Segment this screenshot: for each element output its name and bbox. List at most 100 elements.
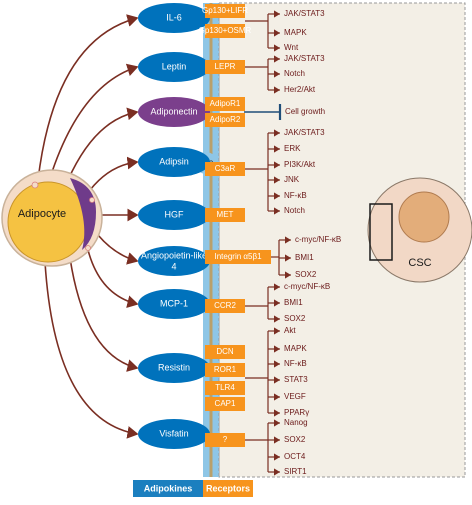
adipokine-adipsin[interactable] — [138, 147, 210, 177]
pathway-jnk: JNK — [284, 175, 300, 184]
pathway-bmi1: BMI1 — [295, 253, 314, 262]
receptor-label: ? — [223, 435, 228, 444]
receptor-tlr4[interactable] — [205, 381, 245, 395]
pathway-notch: Notch — [284, 69, 305, 78]
arrow-adiponectin — [67, 107, 139, 181]
pathway-sox2: SOX2 — [284, 314, 306, 323]
pathway-vegf: VEGF — [284, 392, 306, 401]
adipokine-rows: IL-6 Gp130+LIFR Gp130+OSMR JAK/STAT3 MAPK Wnt… — [138, 3, 341, 476]
receptor-label: ROR1 — [214, 365, 237, 374]
pathway-pi3k-akt: PI3K/Akt — [284, 160, 316, 169]
pathway-stat3: STAT3 — [284, 375, 308, 384]
footer-adipokines: Adipokines — [144, 483, 193, 493]
receptor-c3ar[interactable] — [205, 162, 245, 176]
adipocyte-label: Adipocyte — [18, 208, 66, 220]
csc-cell: CSC — [367, 177, 472, 283]
receptor-label: Integrin α5β1 — [214, 252, 262, 261]
adipokine-label: Leptin — [162, 61, 187, 71]
arrow-mcp1 — [87, 249, 139, 308]
adipokine-label: MCP-1 — [160, 298, 188, 308]
footer: Adipokines Receptors — [133, 480, 253, 497]
receptor-label: C3aR — [215, 164, 236, 173]
pathway-cell-growth: Cell growth — [285, 107, 325, 116]
receptor-label: CAP1 — [215, 399, 236, 408]
pathway-akt: Akt — [284, 326, 296, 335]
pathway-notch: Notch — [284, 206, 305, 215]
adipokine-label: 4 — [171, 261, 176, 271]
pathway-c-myc-nf-b: c-myc/NF-κB — [284, 282, 330, 291]
pathway-jak-stat3: JAK/STAT3 — [284, 128, 325, 137]
receptor-adipor1[interactable] — [205, 97, 245, 111]
footer-receptors: Receptors — [206, 483, 250, 493]
receptor-lepr[interactable] — [205, 60, 245, 74]
receptor-label: LEPR — [215, 62, 236, 71]
inhibition-marker — [244, 104, 282, 120]
adipocyte-arrows — [37, 14, 139, 439]
receptor-cap1[interactable] — [205, 397, 245, 411]
arrow-visfatin — [44, 261, 139, 439]
adipokine-label: Adiponectin — [150, 106, 197, 116]
pathway-sox2: SOX2 — [284, 435, 306, 444]
receptor-met[interactable] — [205, 208, 245, 222]
adipokine-label: Adipsin — [159, 156, 189, 166]
pathway-bmi1: BMI1 — [284, 298, 303, 307]
pathway-nanog: Nanog — [284, 418, 308, 427]
row-resistin: ResistinDCNROR1TLR4CAP1AktMAPKNF-κBSTAT3… — [138, 326, 309, 417]
adipokine-angiopoietin-like-4[interactable] — [138, 246, 210, 276]
receptor-gp130-lifr[interactable] — [205, 4, 245, 18]
pathway-jak-stat3: JAK/STAT3 — [284, 54, 325, 63]
pathway-oct4: OCT4 — [284, 452, 306, 461]
receptor-label: TLR4 — [215, 383, 235, 392]
pathway-nf-b: NF-κB — [284, 191, 307, 200]
receptor-label: Gp130+OSMR — [199, 26, 252, 35]
pathway-wnt: Wnt — [284, 43, 299, 52]
arrow-leptin — [49, 63, 139, 179]
receptor-gp130-osmr[interactable] — [205, 24, 245, 38]
arrow-resistin — [69, 257, 139, 372]
adipokine-label: Angiopoietin-like — [141, 250, 207, 260]
arrow-angiopoietin — [97, 234, 139, 265]
adipokine-visfatin[interactable] — [138, 419, 210, 449]
csc-zoom-frame — [369, 203, 393, 261]
receptor-[interactable] — [205, 433, 245, 447]
adipokine-leptin[interactable] — [138, 52, 210, 82]
receptor-label: AdipoR2 — [210, 115, 241, 124]
receptor-ccr2[interactable] — [205, 299, 245, 313]
receptor-ror1[interactable] — [205, 363, 245, 377]
pathway-erk: ERK — [284, 144, 301, 153]
adipokine-label: Resistin — [158, 362, 190, 372]
adipokine-label: Visfatin — [159, 428, 188, 438]
receptor-label: AdipoR1 — [210, 99, 241, 108]
receptor-label: Gp130+LIFR — [202, 6, 248, 15]
receptor-integrin-5-1[interactable] — [205, 250, 271, 264]
adipokine-resistin[interactable] — [138, 353, 210, 383]
arrow-il6 — [37, 14, 139, 181]
adipokine-label: IL-6 — [166, 12, 182, 22]
pathway-ppar: PPARγ — [284, 408, 309, 417]
adipokine-il-6[interactable] — [138, 3, 210, 33]
receptor-label: MET — [217, 210, 234, 219]
receptor-label: DCN — [216, 347, 234, 356]
nucleus-shape — [70, 178, 96, 250]
arrow-adipsin — [89, 156, 139, 191]
receptor-adipor2[interactable] — [205, 113, 245, 127]
pathway-nf-b: NF-κB — [284, 359, 307, 368]
receptor-dcn[interactable] — [205, 345, 245, 359]
pathway-sirt1: SIRT1 — [284, 467, 307, 476]
adipokine-hgf[interactable] — [138, 200, 210, 230]
adipocyte-cell: Adipocyte — [1, 169, 103, 267]
pathway-her2-akt: Her2/Akt — [284, 85, 316, 94]
adipokine-mcp-1[interactable] — [138, 289, 210, 319]
pathway-mapk: MAPK — [284, 28, 307, 37]
csc-label: CSC — [408, 257, 431, 269]
pathway-c-myc-nf-b: c-myc/NF-κB — [295, 235, 341, 244]
adipokine-adiponectin[interactable] — [138, 97, 210, 127]
